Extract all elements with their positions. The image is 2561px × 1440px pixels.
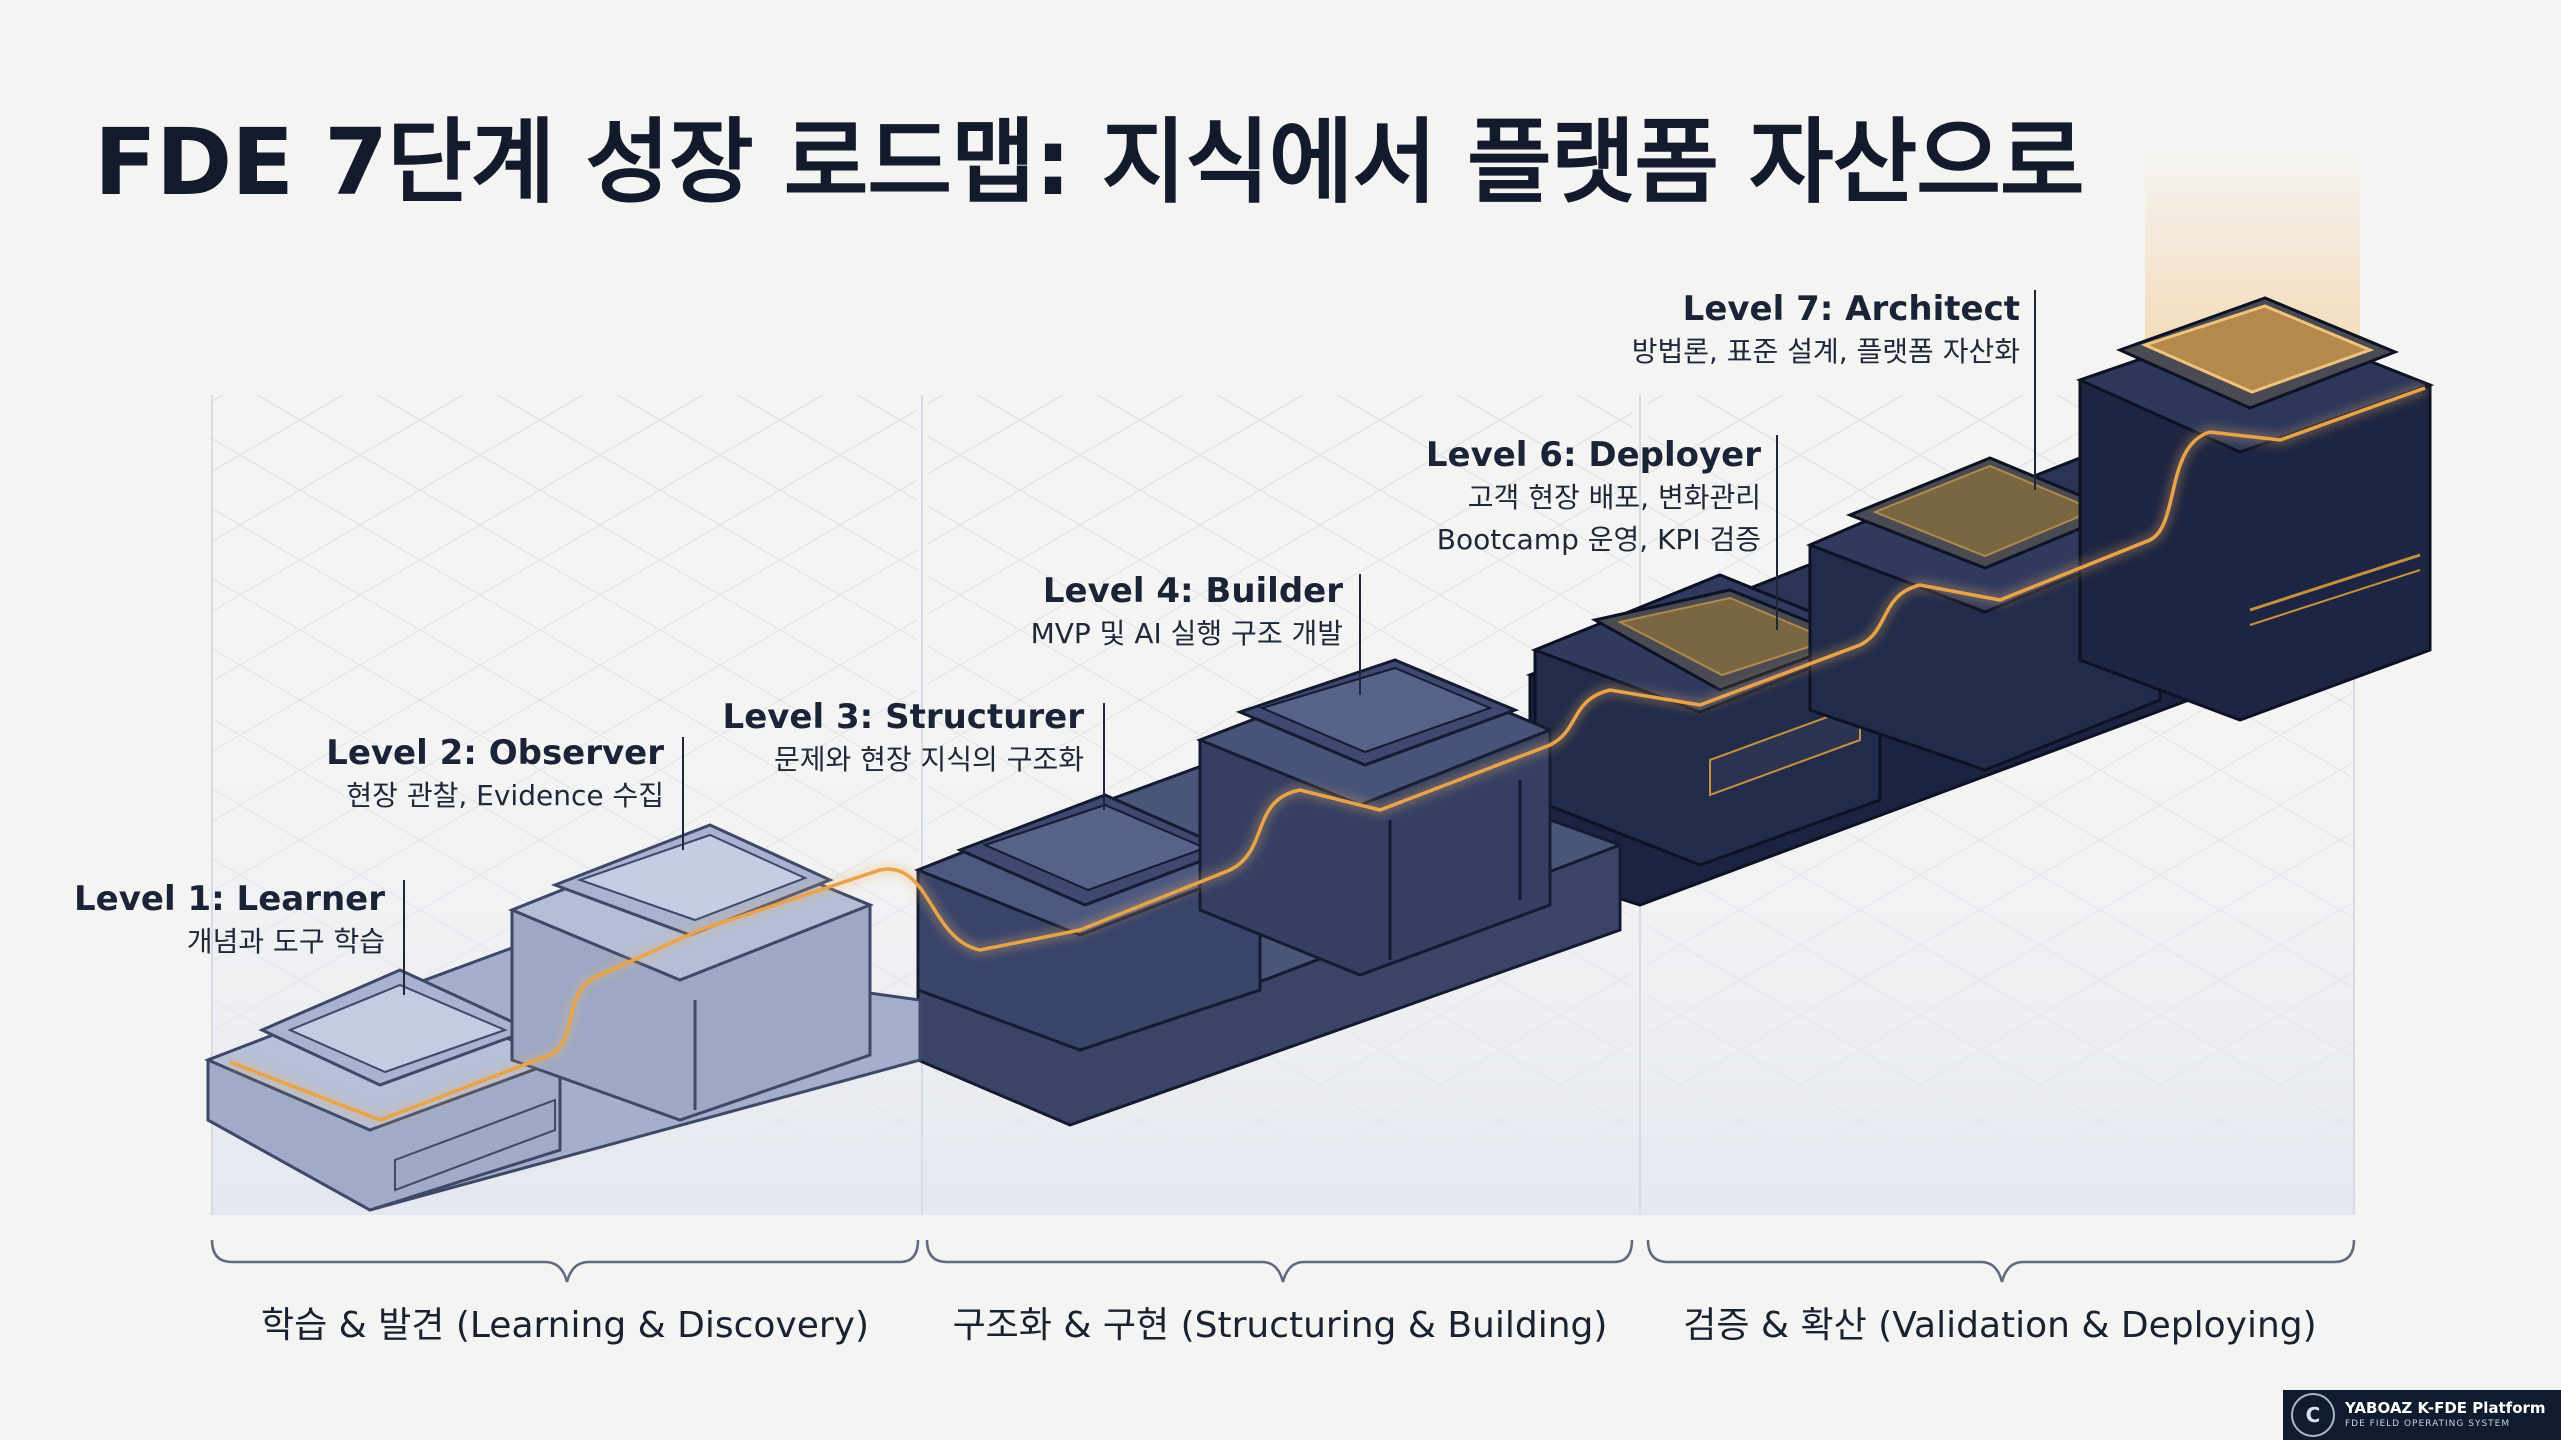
level-6-desc-1: 고객 현장 배포, 변화관리 bbox=[1467, 481, 1761, 514]
page-title: FDE 7단계 성장 로드맵: 지식에서 플랫폼 자산으로 bbox=[94, 109, 2085, 216]
level-6-title: Level 6: Deployer bbox=[1425, 435, 1761, 475]
level-7-title: Level 7: Architect bbox=[1682, 289, 2020, 329]
phase3-blocks bbox=[1525, 296, 2435, 907]
level-1-desc: 개념과 도구 학습 bbox=[186, 925, 385, 958]
level-1-label: Level 1: Learner 개념과 도구 학습 bbox=[74, 877, 385, 963]
level-2-title: Level 2: Observer bbox=[326, 733, 664, 773]
platform-watermark: C YABOAZ K-FDE Platform FDE FIELD OPERAT… bbox=[2283, 1390, 2561, 1440]
level-6-desc-2: Bootcamp 운영, KPI 검증 bbox=[1436, 523, 1761, 556]
phase2-blocks bbox=[913, 658, 1625, 1127]
level-7-label: Level 7: Architect 방법론, 표준 설계, 플랫폼 자산화 bbox=[1632, 287, 2020, 373]
platform-logo-icon: C bbox=[2291, 1393, 2335, 1437]
level-4-label: Level 4: Builder MVP 및 AI 실행 구조 개발 bbox=[1031, 569, 1343, 655]
leader-lines bbox=[403, 290, 2036, 995]
watermark-subtitle: FDE FIELD OPERATING SYSTEM bbox=[2345, 1419, 2511, 1429]
phase-1-label: 학습 & 발견 (Learning & Discovery) bbox=[260, 1305, 870, 1346]
level-3-label: Level 3: Structurer 문제와 현장 지식의 구조화 bbox=[723, 695, 1084, 781]
level-7-desc: 방법론, 표준 설계, 플랫폼 자산화 bbox=[1631, 335, 2020, 368]
level-4-title: Level 4: Builder bbox=[1042, 571, 1343, 611]
phase-3-label: 검증 & 확산 (Validation & Deploying) bbox=[1683, 1305, 2317, 1346]
level-2-desc: 현장 관찰, Evidence 수집 bbox=[346, 779, 664, 812]
watermark-title: YABOAZ K-FDE Platform bbox=[2345, 1399, 2546, 1417]
level-1-title: Level 1: Learner bbox=[74, 879, 385, 919]
level-3-desc: 문제와 현장 지식의 구조화 bbox=[773, 743, 1084, 776]
growth-path bbox=[228, 383, 2427, 1126]
phase1-blocks bbox=[204, 823, 922, 1212]
level-4-desc: MVP 및 AI 실행 구조 개발 bbox=[1030, 617, 1343, 650]
level-2-label: Level 2: Observer 현장 관찰, Evidence 수집 bbox=[326, 731, 664, 817]
level-6-label: Level 6: Deployer 고객 현장 배포, 변화관리 Bootcam… bbox=[1426, 433, 1761, 561]
level-3-title: Level 3: Structurer bbox=[722, 697, 1084, 737]
phase-2-label: 구조화 & 구현 (Structuring & Building) bbox=[952, 1305, 1608, 1346]
phase-braces bbox=[210, 1239, 2356, 1283]
